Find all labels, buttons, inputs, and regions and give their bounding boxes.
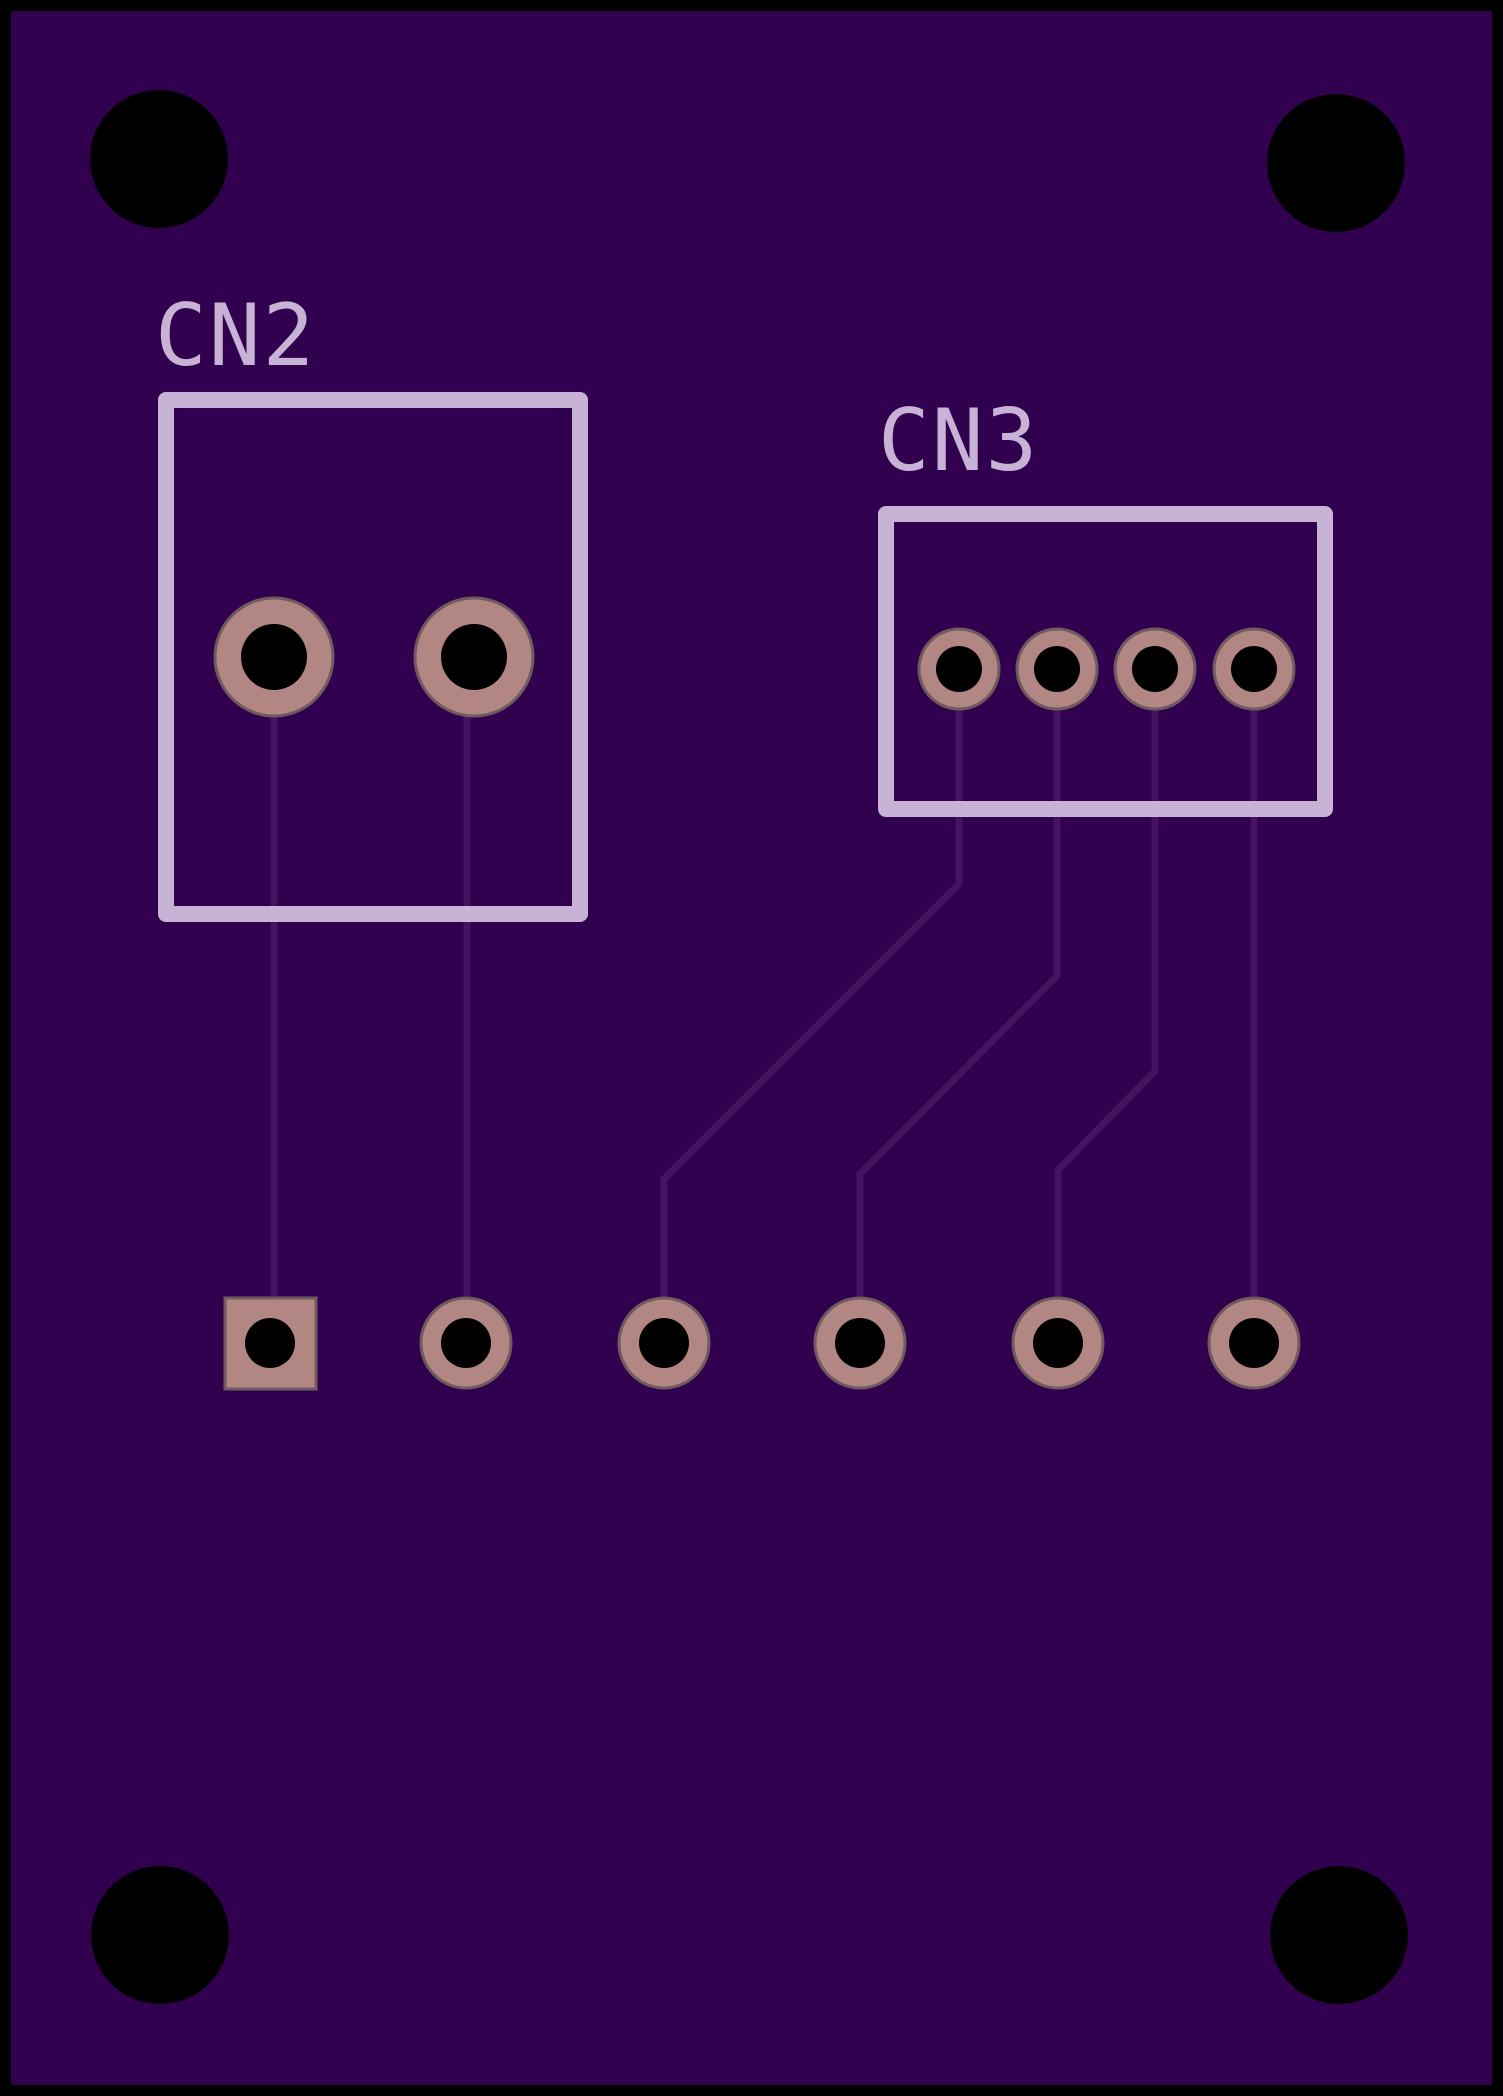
mounting-hole-top-left [90,90,228,228]
cn2-pad-2[interactable] [413,596,535,718]
header-pad-5-drill [1033,1318,1083,1368]
cn2-outline [158,392,588,922]
cn3-pad-4-drill [1231,646,1277,692]
cn3-outline [878,506,1333,817]
mounting-hole-bottom-left [91,1866,229,2004]
header-pad-3[interactable] [617,1296,711,1390]
cn3-pad-2-drill [1034,646,1080,692]
mounting-hole-bottom-right [1270,1866,1408,2004]
header-pad-3-drill [639,1318,689,1368]
cn3-label: CN3 [878,391,1039,491]
connector-cn3[interactable]: CN3 [878,391,1333,817]
cn2-pad-1[interactable] [213,596,335,718]
header-pad-5[interactable] [1011,1296,1105,1390]
cn3-pad-3[interactable] [1113,627,1197,711]
header-6-pin[interactable] [223,1296,1301,1391]
header-pad-4[interactable] [813,1296,907,1390]
mounting-hole-top-right [1267,94,1405,232]
header-pad-4-drill [835,1318,885,1368]
cn3-pad-1-drill [936,646,982,692]
header-pad-2[interactable] [419,1296,513,1390]
board-substrate [11,11,1492,2085]
trace-cn3-pin3 [1054,665,1159,1347]
header-pad-2-drill [441,1318,491,1368]
trace-cn3-pin1 [660,665,963,1347]
cn3-pad-3-drill [1132,646,1178,692]
cn2-pad-2-drill [441,624,507,690]
trace-cn3-pin2 [856,665,1061,1347]
cn2-pad-1-drill [241,624,307,690]
header-pad-1[interactable] [223,1296,318,1391]
header-pad-1-drill [245,1318,295,1368]
cn3-pad-4[interactable] [1212,627,1296,711]
connector-cn2[interactable]: CN2 [155,286,588,922]
mounting-holes [90,90,1408,2004]
header-pad-6[interactable] [1207,1296,1301,1390]
header-pad-6-drill [1229,1318,1279,1368]
cn3-pad-1[interactable] [917,627,1001,711]
cn3-pad-2[interactable] [1015,627,1099,711]
cn2-label: CN2 [155,286,316,386]
traces [270,653,1258,1347]
